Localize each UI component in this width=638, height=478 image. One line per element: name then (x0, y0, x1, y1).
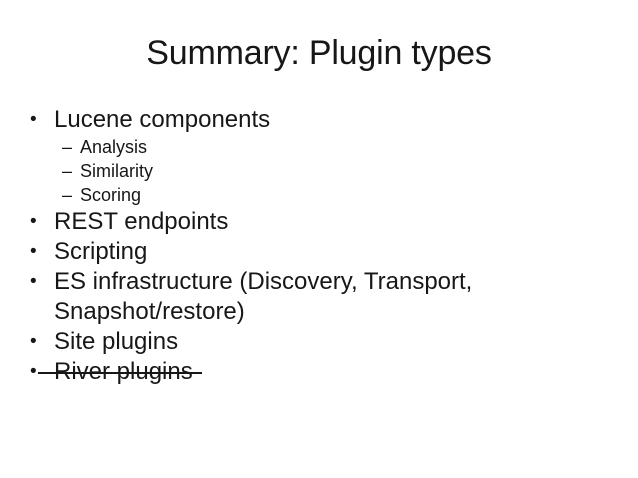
list-item-label: Scripting (54, 238, 148, 265)
list-item: – Analysis (30, 135, 610, 159)
strikethrough-line (38, 372, 202, 374)
dash-bullet-icon: – (62, 161, 73, 181)
list-item-label: Similarity (80, 161, 154, 181)
list-item-label: River plugins (54, 358, 193, 385)
list-item-label: Lucene components (54, 106, 271, 133)
list-item: – Similarity (30, 159, 610, 183)
bullet-icon: • (30, 241, 37, 262)
list-item: – Scoring (30, 183, 610, 207)
dash-bullet-icon: – (62, 185, 73, 205)
list-item-label: Analysis (80, 137, 148, 157)
list-item-label: Site plugins (54, 328, 179, 355)
list-item: • Lucene components (30, 105, 610, 135)
bullet-icon: • (30, 211, 37, 232)
list-item-struck: • River plugins (30, 357, 610, 387)
list-item: • REST endpoints (30, 207, 610, 237)
list-item: • Scripting (30, 237, 610, 267)
list-item-label: ES infrastructure (Discovery, Transport,… (54, 268, 473, 325)
bullet-icon: • (30, 271, 37, 292)
dash-bullet-icon: – (62, 137, 73, 157)
list-item: • ES infrastructure (Discovery, Transpor… (30, 267, 610, 327)
list-item-label: Scoring (80, 185, 142, 205)
page-title: Summary: Plugin types (146, 34, 492, 72)
list-item: • Site plugins (30, 327, 610, 357)
bullet-icon: • (30, 331, 37, 352)
list-item-label: REST endpoints (54, 208, 229, 235)
bullet-list: • Lucene components – Analysis – Similar… (30, 105, 610, 387)
bullet-icon: • (30, 361, 37, 382)
bullet-icon: • (30, 109, 37, 130)
